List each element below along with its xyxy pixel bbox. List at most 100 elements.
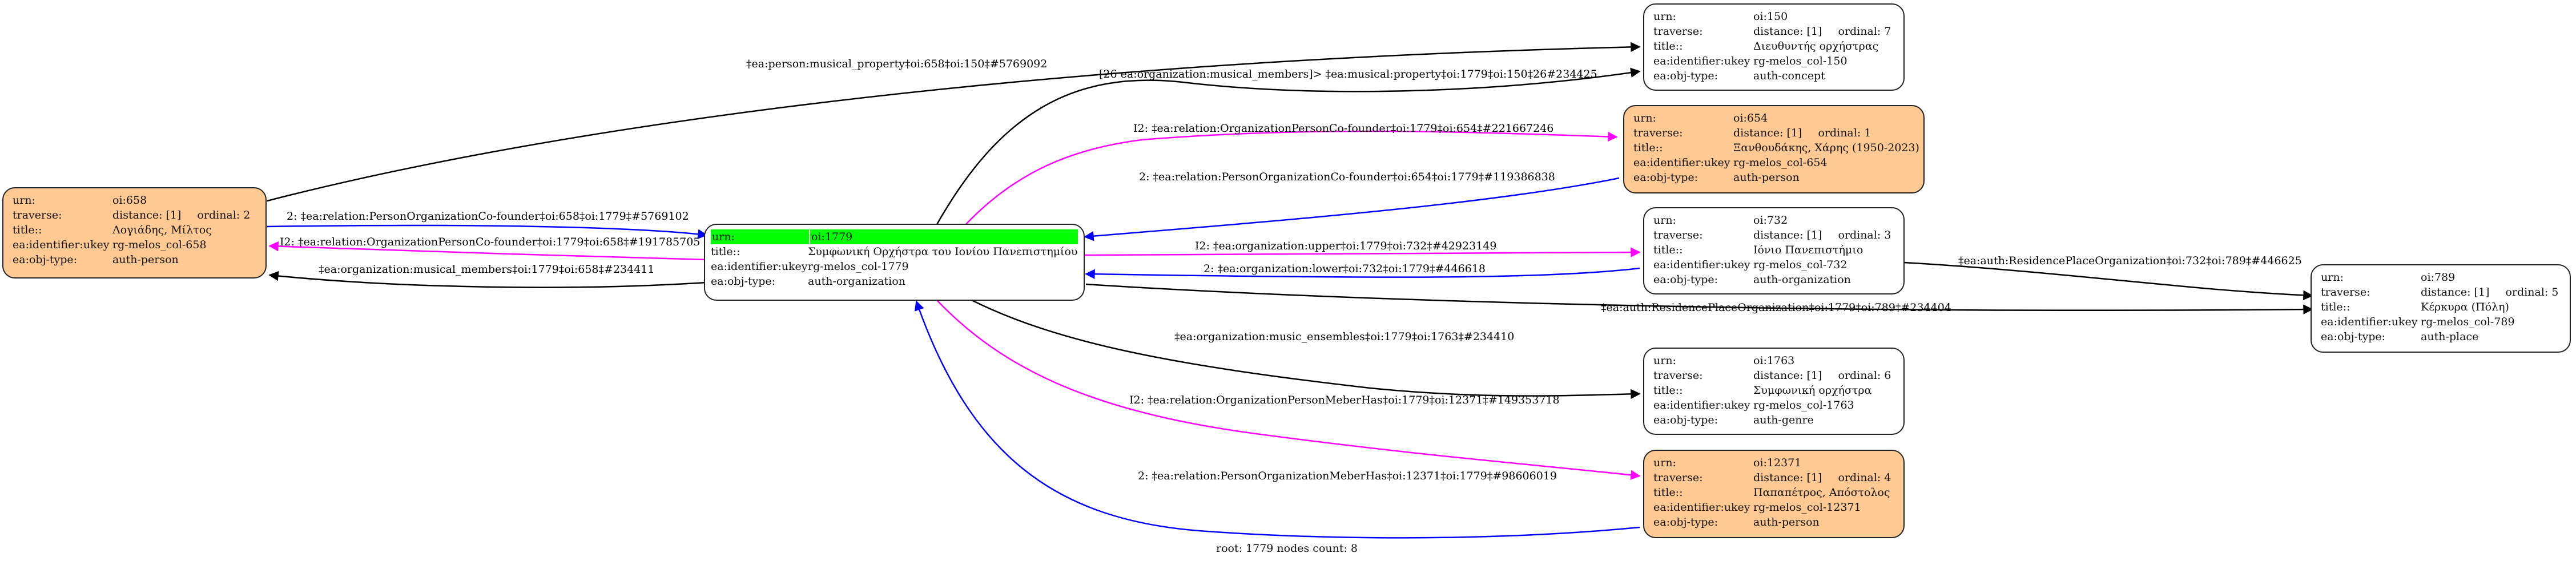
node-oi-732[interactable]: urn:oi:732 traverse:distance: [1]ordinal… bbox=[1643, 207, 1905, 294]
node-field-objtype: ea:obj-type:auth-person bbox=[1653, 515, 1894, 530]
node-field-urn: urn:oi:658 bbox=[13, 193, 256, 208]
field-label: ea:obj-type: bbox=[13, 253, 78, 266]
edge-label-1779-to-654: I2: ‡ea:relation:OrganizationPersonCo-fo… bbox=[1133, 122, 1553, 135]
node-field-title: title::Ιόνιο Πανεπιστήμιο bbox=[1653, 243, 1894, 257]
edge-1779-to-658-members[interactable] bbox=[268, 271, 707, 288]
edge-732-to-789[interactable] bbox=[1903, 261, 2313, 301]
node-field-traverse: traverse:distance: [1]ordinal: 2 bbox=[13, 208, 256, 223]
edge-label-658-to-1779: 2: ‡ea:relation:PersonOrganizationCo-fou… bbox=[287, 210, 689, 223]
field-label: urn: bbox=[2321, 271, 2344, 284]
node-field-title: title::Συμφωνική Ορχήστρα του Ιονίου Παν… bbox=[711, 244, 1078, 259]
edge-1779-to-789[interactable] bbox=[1085, 283, 2313, 314]
node-field-title: title::Συμφωνική ορχήστρα bbox=[1653, 383, 1894, 398]
ukey-value: rg-melos_col-732 bbox=[1753, 259, 1848, 271]
node-field-objtype: ea:obj-type: auth-person bbox=[13, 252, 256, 267]
edge-1779-to-150[interactable] bbox=[935, 67, 1641, 226]
node-field-title: title::Λογιάδης, Μίλτος bbox=[13, 223, 256, 237]
traverse-value: distance: [1]ordinal: 5 bbox=[2421, 285, 2558, 300]
edge-732-to-1779[interactable] bbox=[1085, 267, 1640, 280]
edge-658-to-150[interactable] bbox=[267, 42, 1641, 202]
node-oi-1779-root[interactable]: urn:oi:1779 title::Συμφωνική Ορχήστρα το… bbox=[704, 224, 1085, 301]
node-field-objtype: ea:obj-type:auth-organization bbox=[1653, 272, 1894, 287]
title-value: Κέρκυρα (Πόλη) bbox=[2421, 301, 2509, 313]
distance-value: distance: [1] bbox=[2421, 286, 2490, 298]
edge-label-1779-to-12371: I2: ‡ea:relation:OrganizationPersonMeber… bbox=[1129, 394, 1560, 406]
edge-1779-to-658[interactable] bbox=[268, 241, 707, 261]
edge-12371-to-1779[interactable] bbox=[914, 300, 1640, 539]
node-field-urn: urn:oi:654 bbox=[1633, 111, 1914, 126]
title-value: Λογιάδης, Μίλτος bbox=[112, 224, 212, 236]
field-label: traverse: bbox=[1633, 127, 1683, 139]
node-field-objtype: ea:obj-type:auth-person bbox=[1633, 170, 1914, 185]
field-label: title:: bbox=[1633, 142, 1663, 154]
edge-label-12371-to-1779: 2: ‡ea:relation:PersonOrganizationMeberH… bbox=[1138, 470, 1557, 482]
ukey-value: rg-melos_col-150 bbox=[1753, 55, 1848, 67]
field-label: title:: bbox=[13, 224, 42, 236]
node-field-traverse: traverse: distance: [1] ordinal: 1 bbox=[1633, 126, 1914, 140]
field-label: ea:identifier:ukey bbox=[13, 239, 110, 251]
traverse-value: distance: [1]ordinal: 4 bbox=[1753, 470, 1891, 485]
field-label: ea:obj-type: bbox=[1653, 70, 1718, 82]
node-field-traverse: traverse: distance: [1]ordinal: 4 bbox=[1653, 470, 1894, 485]
ordinal-value: ordinal: 1 bbox=[1818, 127, 1871, 139]
node-oi-12371[interactable]: urn:oi:12371 traverse: distance: [1]ordin… bbox=[1643, 450, 1905, 538]
distance-value: distance: [1] bbox=[1733, 127, 1802, 139]
edge-1779-to-732[interactable] bbox=[1084, 247, 1641, 257]
edge-label-658-to-150: ‡ea:person:musical_property‡oi:658‡oi:15… bbox=[746, 58, 1047, 70]
objtype-value: auth-person bbox=[112, 253, 179, 266]
ordinal-value: ordinal: 6 bbox=[1838, 369, 1891, 382]
field-label: title:: bbox=[711, 245, 740, 258]
title-value: Ιόνιο Πανεπιστήμιο bbox=[1753, 244, 1863, 256]
traverse-value: distance: [1]ordinal: 2 bbox=[112, 208, 250, 223]
node-field-traverse: traverse:distance: [1]ordinal: 5 bbox=[2321, 285, 2561, 300]
title-value: Συμφωνική Ορχήστρα του Ιονίου Πανεπιστημ… bbox=[808, 245, 1078, 258]
traverse-value: distance: [1] ordinal: 1 bbox=[1733, 126, 1871, 140]
field-label: ea:identifier:ukey bbox=[1653, 399, 1750, 411]
objtype-value: auth-person bbox=[1733, 171, 1800, 184]
edge-label-654-to-1779: 2: ‡ea:relation:PersonOrganizationCo-fou… bbox=[1139, 171, 1555, 183]
edge-1779-to-654[interactable] bbox=[964, 130, 1618, 226]
field-label: urn: bbox=[1653, 354, 1676, 367]
field-label: ea:obj-type: bbox=[1653, 414, 1718, 426]
edge-654-to-1779[interactable] bbox=[1084, 177, 1620, 241]
edge-label-1779-to-658-cofounder: I2: ‡ea:relation:OrganizationPersonCo-fo… bbox=[280, 236, 700, 248]
node-field-urn: urn:oi:1763 bbox=[1653, 353, 1894, 368]
field-label: urn: bbox=[1653, 214, 1676, 227]
ordinal-value: ordinal: 7 bbox=[1838, 25, 1891, 38]
ukey-value: rg-melos_col-1763 bbox=[1753, 399, 1854, 411]
edge-658-to-1779[interactable] bbox=[267, 224, 708, 239]
distance-value: distance: [1] bbox=[112, 209, 182, 221]
ordinal-value: ordinal: 3 bbox=[1838, 229, 1891, 241]
node-oi-789[interactable]: urn:oi:789 traverse:distance: [1]ordinal… bbox=[2311, 264, 2571, 353]
node-oi-654[interactable]: urn:oi:654 traverse: distance: [1] ordinal… bbox=[1623, 105, 1925, 193]
node-field-traverse: traverse:distance: [1]ordinal: 3 bbox=[1653, 228, 1894, 243]
node-oi-658[interactable]: urn:oi:658 traverse:distance: [1]ordinal… bbox=[2, 187, 267, 279]
ordinal-value: ordinal: 4 bbox=[1838, 471, 1891, 484]
ukey-value: rg-melos_col-658 bbox=[112, 239, 207, 251]
edge-label-732-to-789: ‡ea:auth:ResidencePlaceOrganization‡oi:7… bbox=[1958, 255, 2302, 267]
node-field-title: title::Ξανθουδάκης, Χάρης (1950-2023) bbox=[1633, 140, 1919, 155]
distance-value: distance: [1] bbox=[1753, 229, 1822, 241]
objtype-value: auth-organization bbox=[808, 275, 905, 288]
edge-label-1779-to-789: ‡ea:auth:ResidencePlaceOrganization‡oi:1… bbox=[1601, 301, 1951, 314]
edge-label-1779-to-1763: ‡ea:organization:music_ensembles‡oi:1779… bbox=[1174, 330, 1514, 343]
title-value: Παπαπέτρος, Απόστολος bbox=[1753, 486, 1890, 499]
edge-1779-to-1763[interactable] bbox=[970, 298, 1641, 399]
node-field-urn: urn:oi:12371 bbox=[1653, 455, 1894, 470]
ukey-value: rg-melos_col-654 bbox=[1733, 156, 1828, 169]
node-oi-150[interactable]: urn:oi:150 traverse:distance: [1]ordinal… bbox=[1643, 3, 1905, 91]
node-oi-1763[interactable]: urn:oi:1763 traverse:distance: [1]ordina… bbox=[1643, 348, 1905, 435]
field-label: traverse: bbox=[1653, 471, 1703, 484]
field-label: traverse: bbox=[1653, 25, 1703, 38]
node-field-objtype: ea:obj-type:auth-place bbox=[2321, 329, 2561, 344]
field-label: title:: bbox=[1653, 486, 1683, 499]
title-value: Διευθυντής ορχήστρας bbox=[1753, 40, 1879, 53]
edge-1779-to-12371[interactable] bbox=[936, 299, 1641, 480]
